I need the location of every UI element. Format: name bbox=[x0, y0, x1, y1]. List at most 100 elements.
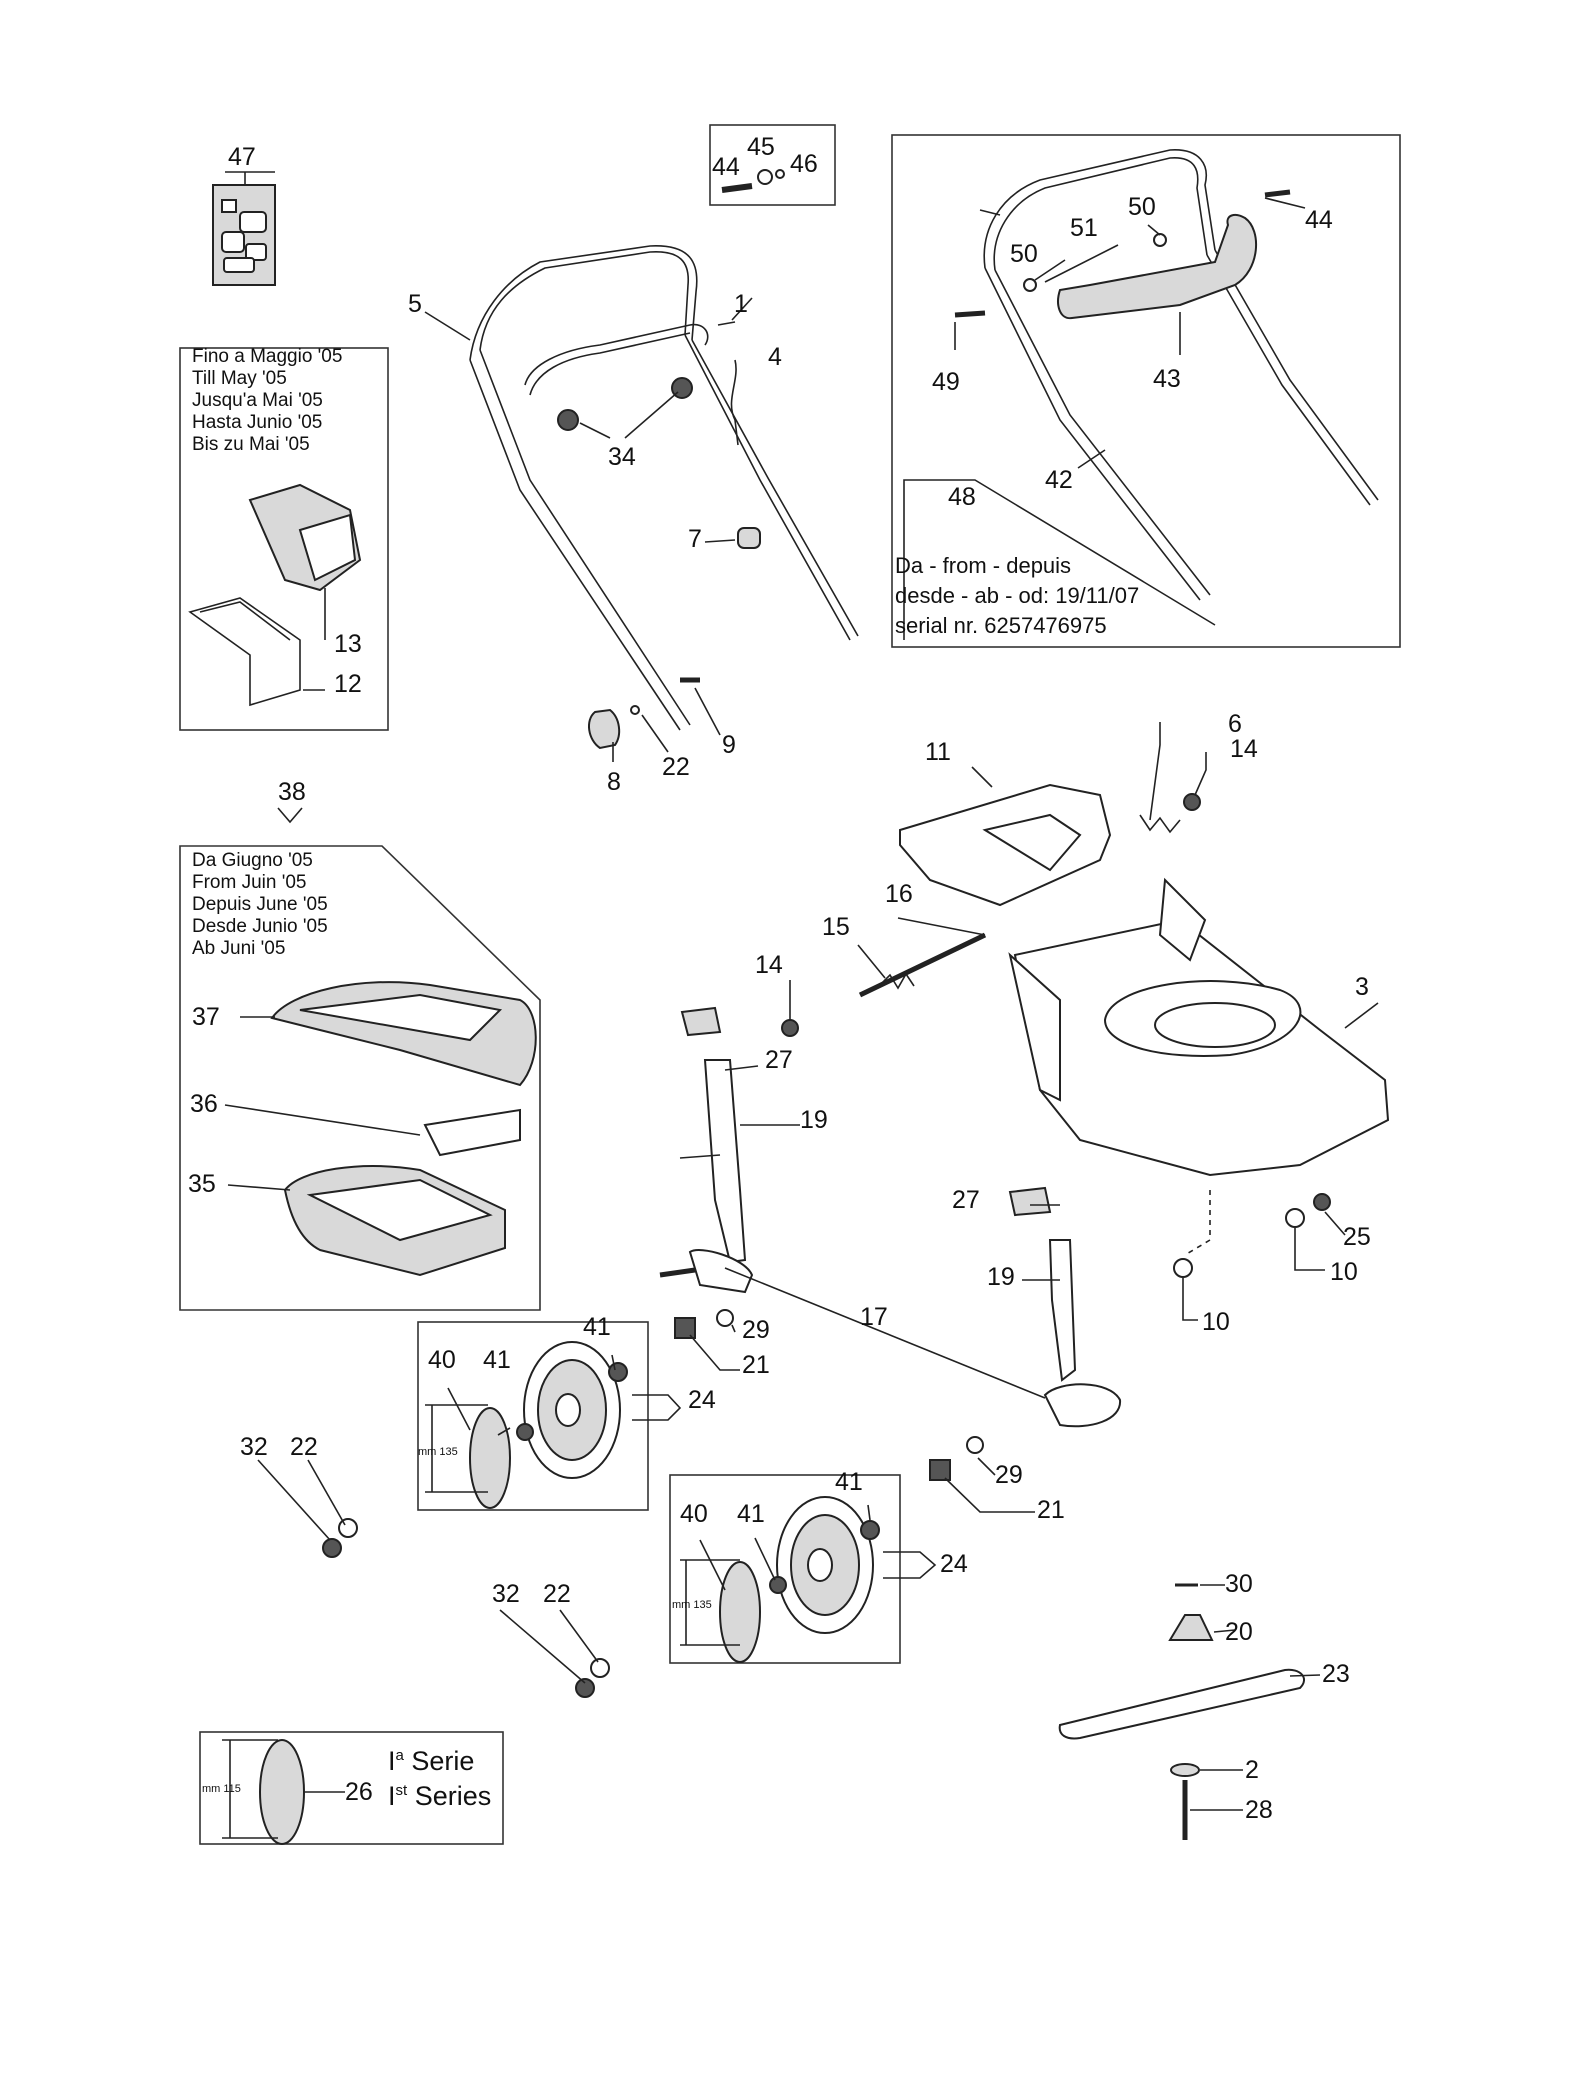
old-grassbag-box bbox=[179, 347, 389, 731]
label-13: 13 bbox=[334, 630, 362, 658]
dim-wheel-b: mm 135 bbox=[672, 1599, 712, 1611]
label-2: 2 bbox=[1245, 1756, 1259, 1784]
height-lever-right bbox=[929, 1186, 1122, 1481]
label-8: 8 bbox=[607, 768, 621, 796]
note-from-serial: Da - from - depuis desde - ab - od: 19/1… bbox=[895, 553, 1139, 638]
cable-part bbox=[730, 359, 739, 446]
label-9: 9 bbox=[722, 731, 736, 759]
note-until-line-1: Fino a Maggio '05 bbox=[192, 346, 342, 367]
knob-parts bbox=[557, 377, 693, 431]
label-45: 45 bbox=[747, 133, 775, 161]
spring-part bbox=[1139, 793, 1201, 834]
new-handle-box bbox=[891, 134, 1401, 648]
label-41a: 41 bbox=[583, 1313, 611, 1341]
label-19a: 19 bbox=[800, 1106, 828, 1134]
control-lever-part bbox=[524, 323, 709, 396]
old-grassbag-part bbox=[188, 483, 362, 707]
label-27a: 27 bbox=[765, 1046, 793, 1074]
label-10a: 10 bbox=[1330, 1258, 1358, 1286]
cable-clip-part bbox=[737, 527, 761, 549]
label-32b: 32 bbox=[492, 1580, 520, 1608]
label-41c: 41 bbox=[835, 1468, 863, 1496]
note-june-line-4: Desde Junio '05 bbox=[192, 916, 328, 937]
label-24a: 24 bbox=[688, 1386, 716, 1414]
note-june-line-2: From Juin '05 bbox=[192, 872, 307, 893]
label-6: 6 bbox=[1228, 710, 1242, 738]
label-42: 42 bbox=[1045, 466, 1073, 494]
label-34: 34 bbox=[608, 443, 636, 471]
label-29a: 29 bbox=[742, 1316, 770, 1344]
label-19b: 19 bbox=[987, 1263, 1015, 1291]
leader-lines bbox=[224, 171, 1379, 1811]
label-14a: 14 bbox=[1230, 735, 1258, 763]
label-10b: 10 bbox=[1202, 1308, 1230, 1336]
note-from-june: Da Giugno '05 From Juin '05 Depuis June … bbox=[192, 850, 328, 959]
note-until-may: Fino a Maggio '05 Till May '05 Jusqu'a M… bbox=[192, 346, 342, 455]
label-41d: 41 bbox=[737, 1500, 765, 1528]
label-48: 48 bbox=[948, 483, 976, 511]
label-12: 12 bbox=[334, 670, 362, 698]
label-20: 20 bbox=[1225, 1618, 1253, 1646]
label-50a: 50 bbox=[1128, 193, 1156, 221]
note-serial-line-3: serial nr. 6257476975 bbox=[895, 613, 1107, 638]
label-49: 49 bbox=[932, 368, 960, 396]
new-grassbag-box bbox=[179, 845, 541, 1311]
label-28: 28 bbox=[1245, 1796, 1273, 1824]
label-1: 1 bbox=[734, 290, 748, 318]
new-handle-part bbox=[954, 149, 1379, 601]
label-14b: 14 bbox=[755, 951, 783, 979]
rod-part bbox=[781, 932, 987, 1037]
new-grassbag-part bbox=[270, 981, 537, 1277]
label-38: 38 bbox=[278, 778, 306, 806]
label-40b: 40 bbox=[680, 1500, 708, 1528]
height-lever-left bbox=[659, 1006, 754, 1339]
rear-flap-part bbox=[899, 783, 1112, 907]
dashed-link bbox=[1184, 1190, 1211, 1256]
label-22a: 22 bbox=[662, 753, 690, 781]
label-17: 17 bbox=[860, 1303, 888, 1331]
label-30: 30 bbox=[1225, 1570, 1253, 1598]
label-3: 3 bbox=[1355, 973, 1369, 1001]
handle-knob-set bbox=[588, 677, 700, 750]
label-35: 35 bbox=[188, 1170, 216, 1198]
label-40a: 40 bbox=[428, 1346, 456, 1374]
label-22b: 22 bbox=[290, 1433, 318, 1461]
label-7: 7 bbox=[688, 525, 702, 553]
note-june-line-3: Depuis June '05 bbox=[192, 894, 328, 915]
label-15: 15 bbox=[822, 913, 850, 941]
note-until-line-4: Hasta Junio '05 bbox=[192, 412, 322, 433]
blade-group bbox=[1058, 1583, 1305, 1840]
label-25: 25 bbox=[1343, 1223, 1371, 1251]
label-5: 5 bbox=[408, 290, 422, 318]
label-51: 51 bbox=[1070, 214, 1098, 242]
label-32a: 32 bbox=[240, 1433, 268, 1461]
label-11: 11 bbox=[925, 738, 951, 766]
wheel-box-b bbox=[669, 1474, 901, 1664]
label-4: 4 bbox=[768, 343, 782, 371]
wheel-assembly-b bbox=[680, 1496, 880, 1663]
part-number-labels: 47 45 44 46 5 1 4 34 7 8 22 9 13 12 50 5… bbox=[188, 133, 1371, 1824]
label-26: 26 bbox=[345, 1778, 373, 1806]
hardware-pin-washer bbox=[721, 169, 785, 193]
note-june-line-1: Da Giugno '05 bbox=[192, 850, 313, 871]
note-until-line-5: Bis zu Mai '05 bbox=[192, 434, 310, 455]
label-47: 47 bbox=[228, 143, 256, 171]
hardware-box bbox=[709, 124, 836, 206]
label-21a: 21 bbox=[742, 1351, 770, 1379]
note-serial-line-2: desde - ab - od: 19/11/07 bbox=[895, 583, 1139, 608]
label-27b: 27 bbox=[952, 1186, 980, 1214]
label-44a: 44 bbox=[712, 153, 740, 181]
mower-deck-part bbox=[1008, 877, 1390, 1177]
label-36: 36 bbox=[190, 1090, 218, 1118]
label-50b: 50 bbox=[1010, 240, 1038, 268]
label-43: 43 bbox=[1153, 365, 1181, 393]
label-37: 37 bbox=[192, 1003, 220, 1031]
dim-wheel-a: mm 135 bbox=[418, 1446, 458, 1458]
label-23: 23 bbox=[1322, 1660, 1350, 1688]
label-22c: 22 bbox=[543, 1580, 571, 1608]
label-21b: 21 bbox=[1037, 1496, 1065, 1524]
label-44b: 44 bbox=[1305, 206, 1333, 234]
loose-nuts bbox=[322, 1518, 610, 1698]
label-24b: 24 bbox=[940, 1550, 968, 1578]
